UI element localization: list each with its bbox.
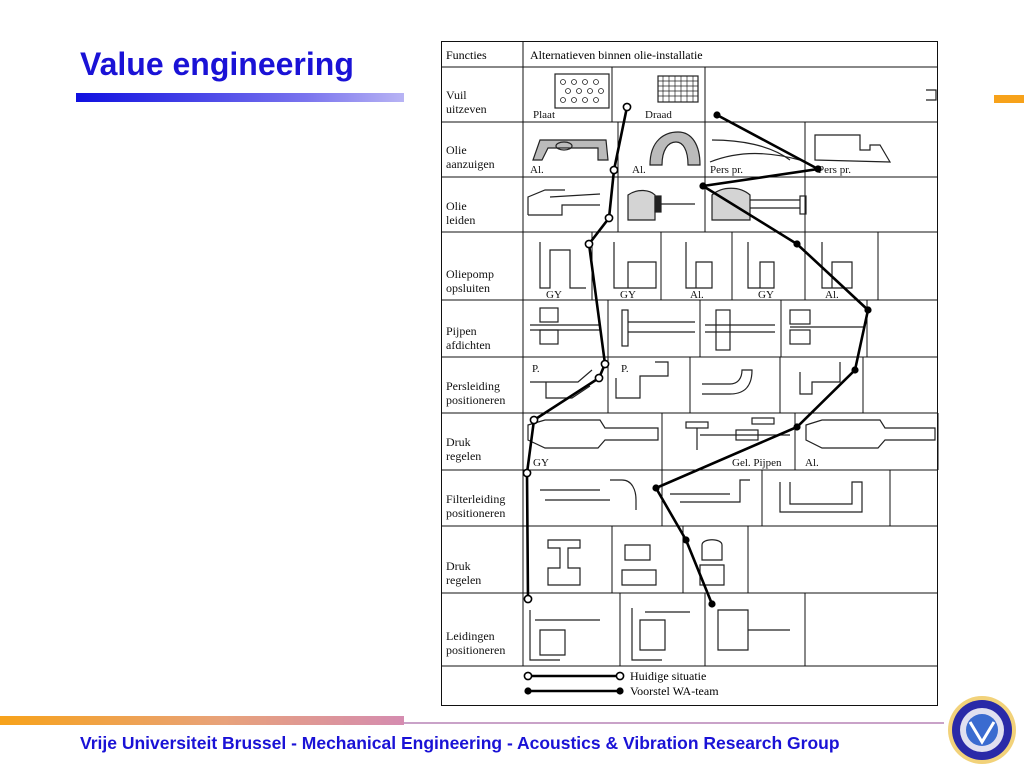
option-label: GY [620,289,636,301]
filled-circle-icon [524,687,532,695]
option-label: Al. [805,457,819,469]
open-circle-icon [615,671,625,681]
option-label: Gel. Pijpen [732,457,782,469]
header-functies: Functies [446,48,487,62]
open-circle-icon [523,671,533,681]
option-label: Al. [530,164,544,176]
footer-text: Vrije Universiteit Brussel - Mechanical … [80,733,840,753]
option-label: GY [533,457,549,469]
morphological-chart: Functies Alternatieven binnen olie-insta… [441,41,939,706]
legend: Huidige situatie Voorstel WA-team [523,669,719,698]
proposal-path [652,111,872,608]
legend-label: Huidige situatie [630,669,706,683]
option-label: Plaat [533,109,555,121]
sketches [527,73,937,661]
orange-accent-mark [994,95,1024,103]
option-label: P. [532,363,540,375]
header-alternatieven: Alternatieven binnen olie-installatie [530,48,703,62]
option-label: Pers pr. [818,164,851,176]
option-label: GY [546,289,562,301]
footer-gradient-bar [0,716,404,725]
option-label: GY [758,289,774,301]
option-label: Draad [645,109,672,121]
current-path [522,102,632,604]
option-label: Al. [825,289,839,301]
option-label: Al. [690,289,704,301]
option-label: P. [621,363,629,375]
vub-seal-logo-icon [948,696,1016,764]
option-label: Pers pr. [710,164,743,176]
slide-title: Value engineering [80,46,354,82]
title-underline-bar [76,93,404,102]
filled-circle-icon [616,687,624,695]
option-label: Al. [632,164,646,176]
legend-label: Voorstel WA-team [630,684,719,698]
footer-rule [404,722,944,724]
